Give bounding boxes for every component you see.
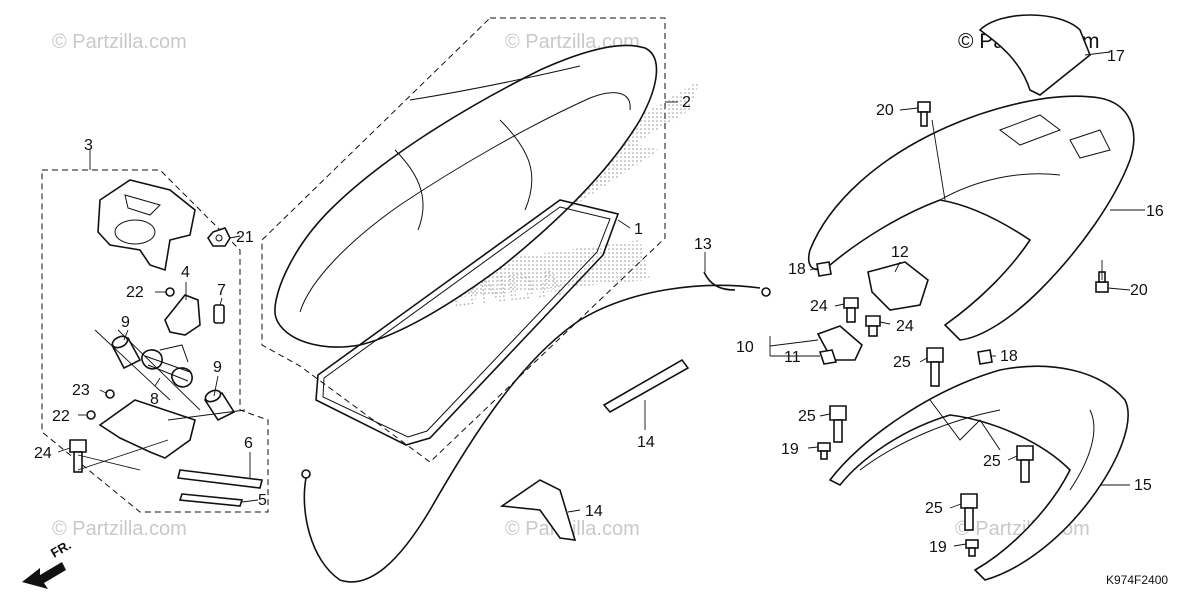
washer-22-lower: [86, 410, 96, 420]
callout-22-upper: 22: [126, 284, 144, 301]
callout-8: 8: [150, 391, 159, 408]
callout-17: 17: [1107, 48, 1125, 65]
callout-7: 7: [217, 282, 226, 299]
callout-11: 11: [784, 349, 801, 366]
washer-23: [105, 389, 115, 399]
clip-18-upper: [816, 261, 832, 277]
seat-cushion: [274, 44, 658, 348]
torsion-spring-8: [141, 344, 193, 388]
callout-24-right-b: 24: [896, 318, 914, 335]
rear-seat-pad: [978, 14, 1091, 96]
callout-5: 5: [258, 492, 267, 509]
hinge-base-bracket: [98, 399, 196, 459]
callout-25-a: 25: [893, 354, 911, 371]
bolt-20-upper: [917, 101, 931, 127]
collar-9-right: [203, 389, 236, 422]
callout-18-lower: 18: [1000, 348, 1018, 365]
watermark-top-left: © Partzilla.com: [52, 31, 187, 53]
clip-18-lower: [977, 349, 993, 365]
callout-2: 2: [682, 94, 691, 111]
seat-assembly-boundary: [261, 17, 666, 463]
washer-22-upper: [165, 287, 175, 297]
seat-release-cable: [301, 271, 771, 583]
bolt-25-c: [1016, 445, 1034, 483]
callout-23: 23: [72, 382, 90, 399]
callout-10: 10: [736, 339, 754, 356]
callout-22-lower: 22: [52, 408, 70, 425]
bolt-24-right-b: [865, 315, 881, 337]
callout-13: 13: [694, 236, 712, 253]
callout-4: 4: [181, 264, 190, 281]
callout-19-upper: 19: [781, 441, 799, 458]
callout-18-upper: 18: [788, 261, 806, 278]
callout-3: 3: [84, 137, 93, 154]
bolt-19-upper: [817, 442, 831, 460]
pin-6: [177, 469, 263, 489]
collar-9-left: [110, 335, 142, 370]
bolt-25-a: [926, 347, 944, 387]
callout-6: 6: [244, 435, 253, 452]
nut-21: [207, 227, 231, 247]
callout-14-upper: 14: [637, 434, 655, 451]
callout-25-b: 25: [798, 408, 816, 425]
hinge-bracket: [97, 179, 196, 272]
pin-7: [213, 304, 225, 324]
callout-12: 12: [891, 244, 909, 261]
callout-20-upper: 20: [876, 102, 894, 119]
callout-9-left: 9: [121, 314, 130, 331]
callout-16: 16: [1146, 203, 1164, 220]
plate-4: [164, 294, 201, 336]
bolt-24-right-a: [843, 297, 859, 323]
front-direction-arrow: FR.: [22, 537, 74, 589]
callout-20-lower: 20: [1130, 282, 1148, 299]
callout-24-right-a: 24: [810, 298, 828, 315]
callout-15: 15: [1134, 477, 1152, 494]
callout-1: 1: [634, 221, 643, 238]
bolt-25-d: [960, 493, 978, 531]
callout-14-lower: 14: [585, 503, 603, 520]
callout-25-c: 25: [983, 453, 1001, 470]
callout-24-left: 24: [34, 445, 52, 462]
diagram-code: K974F2400: [1106, 573, 1168, 587]
watermark-bottom-left: © Partzilla.com: [52, 518, 187, 540]
rear-grab-rail: [828, 365, 1129, 581]
bolt-19-lower: [965, 539, 979, 557]
seat-latch-12: [867, 261, 929, 311]
strap-14-lower: [499, 479, 577, 541]
front-label: FR.: [48, 537, 74, 560]
callout-19-lower: 19: [929, 539, 947, 556]
latch-spring-11: [818, 349, 838, 365]
callout-25-d: 25: [925, 500, 943, 517]
bolt-25-b: [829, 405, 847, 443]
seat-seal-ring: [315, 199, 620, 446]
rear-cowl: [808, 95, 1135, 341]
pin-5: [178, 493, 244, 507]
strap-14-upper: [602, 358, 690, 414]
callout-21: 21: [236, 229, 254, 246]
callout-9-right: 9: [213, 359, 222, 376]
